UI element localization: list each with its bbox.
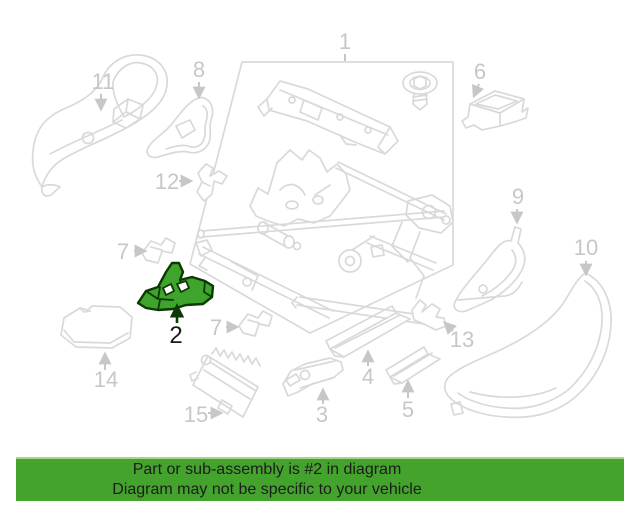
part-9-drawing <box>453 226 526 313</box>
callout-arrow-6 <box>472 83 484 99</box>
banner-line2: Diagram may not be specific to your vehi… <box>112 481 422 498</box>
part-2-detail <box>145 279 213 311</box>
part-2-window <box>162 283 175 296</box>
callout-label-14: 14 <box>94 367 118 392</box>
part-2-window <box>176 280 190 293</box>
part-7b-drawing <box>238 310 273 337</box>
callout-labels: 1 2 3 4 5 6 7 7 8 9 10 11 12 13 14 15 <box>92 29 599 427</box>
part-10-drawing <box>443 272 612 419</box>
crossmember-drawing <box>257 80 399 155</box>
part-14-drawing <box>60 305 133 349</box>
part-15-drawing <box>189 347 261 418</box>
callout-label-2-highlighted: 2 <box>169 322 182 349</box>
highlight-banner: Part or sub-assembly is #2 in diagram Di… <box>16 457 624 501</box>
callout-label-5: 5 <box>402 397 414 422</box>
callout-label-8: 8 <box>193 57 205 82</box>
callout-label-9: 9 <box>512 184 524 209</box>
part-3-drawing <box>282 357 344 397</box>
part-4-drawing <box>325 305 411 358</box>
part-8-drawing <box>146 96 214 159</box>
part-1-assembly-drawing <box>195 71 454 328</box>
bolt-drawing <box>402 71 438 111</box>
seat-frame-drawing <box>195 149 454 328</box>
callout-label-4: 4 <box>362 364 374 389</box>
part-11-drawing <box>31 54 168 197</box>
callout-label-1: 1 <box>339 29 351 54</box>
callout-arrow-13 <box>443 321 457 335</box>
banner-line1: Part or sub-assembly is #2 in diagram <box>132 461 402 478</box>
highlight-banner-text: Part or sub-assembly is #2 in diagram Di… <box>16 459 624 500</box>
callout-label-6: 6 <box>474 59 486 84</box>
callout-label-12: 12 <box>155 169 179 194</box>
callout-label-15: 15 <box>184 402 208 427</box>
part-7a-drawing <box>141 237 176 264</box>
part-6-drawing <box>461 90 529 131</box>
callout-label-3: 3 <box>316 402 328 427</box>
callout-label-11: 11 <box>92 69 115 94</box>
callout-label-7b: 7 <box>210 315 222 340</box>
part-5-drawing <box>385 346 441 385</box>
part-13-drawing <box>411 299 447 331</box>
callout-arrows <box>94 54 593 420</box>
callout-label-10: 10 <box>574 235 598 260</box>
callout-label-13: 13 <box>450 327 474 352</box>
part-12-drawing <box>196 163 228 202</box>
callout-label-7a: 7 <box>117 239 129 264</box>
